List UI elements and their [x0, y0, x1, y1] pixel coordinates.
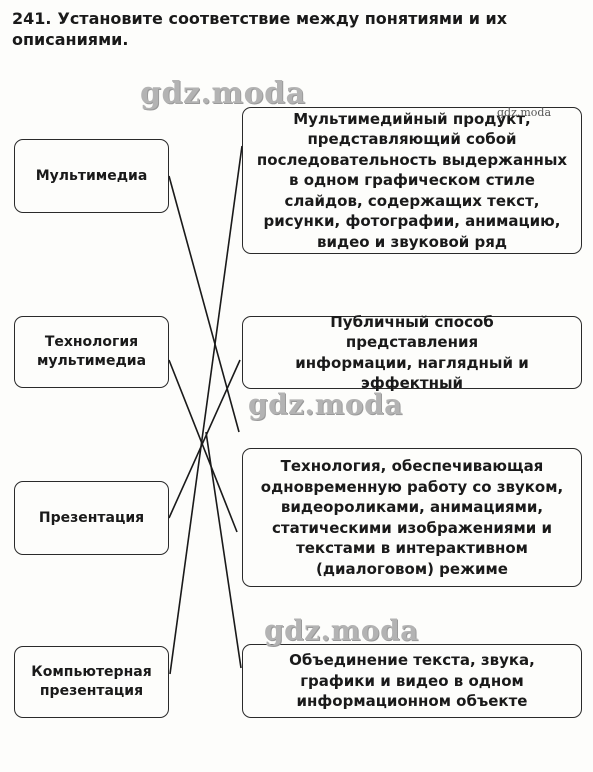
description-text: Мультимедийный продукт, представляющий с… — [256, 109, 568, 251]
task-number: 241. — [12, 9, 52, 28]
concept-box-multimedia[interactable]: Мультимедиа — [14, 139, 169, 213]
concept-label: Презентация — [38, 509, 145, 526]
watermark-small: gdz.moda — [497, 106, 552, 119]
concept-label: Мультимедиа — [35, 167, 148, 184]
concept-box-multimedia-technology[interactable]: Технология мультимедиа — [14, 316, 169, 388]
concept-box-presentation[interactable]: Презентация — [14, 481, 169, 555]
description-text: Технология, обеспечивающая одновременную… — [260, 457, 564, 578]
description-box-2[interactable]: Публичный способ представления информаци… — [242, 313, 582, 392]
description-box-3[interactable]: Технология, обеспечивающая одновременную… — [242, 448, 582, 587]
task-header: 241.Установите соответствие между поняти… — [12, 8, 582, 50]
description-box-4[interactable]: Объединение текста, звука, графики и вид… — [242, 644, 582, 718]
description-box-1[interactable]: Мультимедийный продукт, представляющий с… — [242, 107, 582, 254]
connector-line — [168, 359, 238, 533]
concept-label: Компьютерная презентация — [31, 664, 152, 699]
connector-line — [205, 431, 242, 669]
description-text: Публичный способ представления информаци… — [295, 312, 529, 393]
connector-line — [168, 359, 241, 519]
description-text: Объединение текста, звука, графики и вид… — [289, 651, 535, 711]
concept-box-computer-presentation[interactable]: Компьютерная презентация — [14, 646, 169, 718]
task-text: Установите соответствие между понятиями … — [12, 9, 508, 49]
connector-line — [168, 175, 240, 433]
concept-label: Технология мультимедиа — [36, 334, 147, 369]
connector-line — [169, 145, 243, 675]
